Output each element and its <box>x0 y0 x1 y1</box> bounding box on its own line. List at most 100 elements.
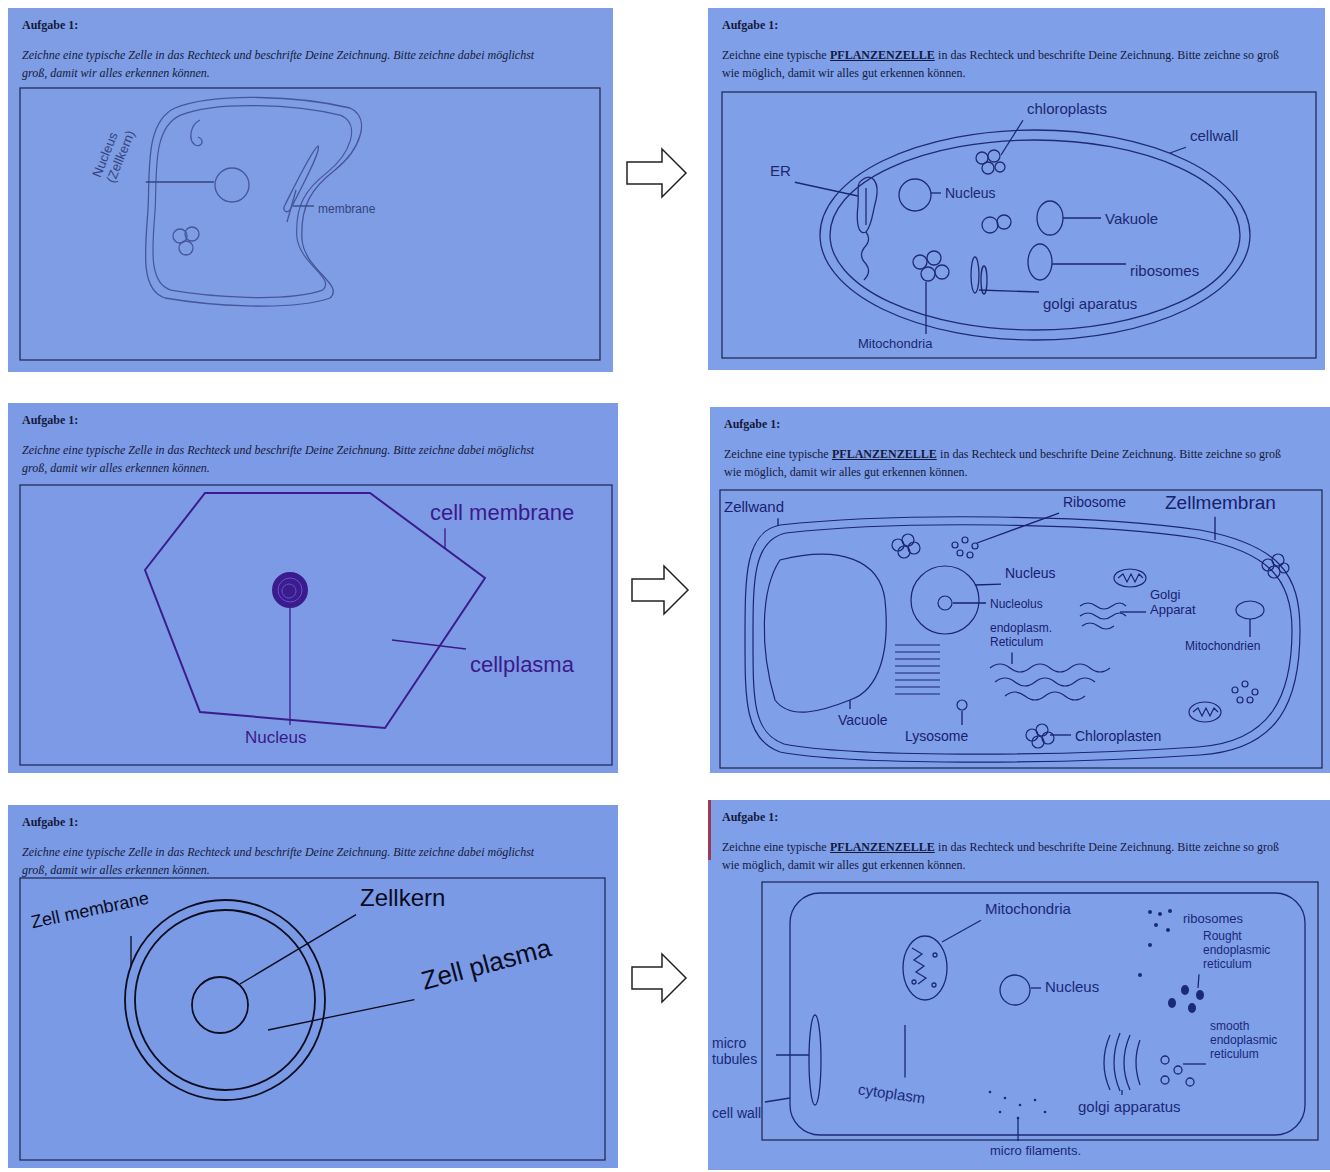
detailed-plant-cell-drawing-part <box>1189 702 1221 722</box>
leader-line <box>1249 619 1250 637</box>
detailed-plant-cell-drawing-part <box>1032 736 1044 748</box>
detailed-plant-cell-drawing-part <box>1193 708 1218 716</box>
felt-pen-cell-drawing-part <box>278 578 302 602</box>
part-label: endoplasm. Reticulum <box>990 622 1065 650</box>
detailed-plant-cell-drawing-part <box>957 700 967 710</box>
detailed-plant-cell-drawing-part <box>1082 623 1114 629</box>
leader-line <box>1121 1090 1122 1095</box>
leader-line <box>268 1000 414 1030</box>
part-label: Vakuole <box>1105 210 1158 227</box>
organelle-cell-drawing-part-part <box>999 1111 1002 1114</box>
instruction-part: Zeichne eine typische Zelle in das Recht… <box>22 48 534 80</box>
felt-pen-cell-drawing-part <box>145 493 485 728</box>
emphasized-word: PFLANZENZELLE <box>830 48 935 62</box>
instruction-part: Zeichne eine typische Zelle in das Recht… <box>22 845 534 877</box>
part-label: cell membrane <box>430 500 574 525</box>
organelle-cell-drawing-part <box>809 1015 821 1105</box>
leader-line <box>392 640 466 649</box>
worksheet-panel: Aufgabe 1:Zeichne eine typischePFLANZENZ… <box>710 407 1330 773</box>
part-label: micro filaments. <box>990 1144 1081 1159</box>
task-heading: Aufgabe 1: <box>22 413 604 428</box>
organelle-cell-drawing-part-part <box>1168 998 1176 1008</box>
plant-cell-drawing-part <box>830 140 1240 330</box>
detailed-plant-cell-drawing-part <box>1036 724 1048 736</box>
organelle-cell-drawing-part <box>933 953 937 957</box>
leader-line <box>1183 1063 1206 1064</box>
instruction-text: Zeichne eine typischePFLANZENZELLEin das… <box>722 838 1297 874</box>
plant-cell-drawing-part <box>857 177 877 232</box>
leader-line <box>849 700 850 709</box>
leader-line <box>953 602 986 603</box>
part-label: Nucleus <box>245 728 306 748</box>
organelle-cell-drawing-part <box>903 936 947 1000</box>
part-label: ribosomes <box>1183 912 1243 927</box>
leader-line <box>146 181 214 182</box>
part-label: golgi aparatus <box>1043 295 1137 312</box>
part-label: Nucleolus <box>990 598 1043 612</box>
plant-cell-drawing-part <box>995 162 1005 172</box>
leader-line <box>904 1025 905 1077</box>
leader-line <box>979 290 1039 292</box>
organelle-cell-drawing-part <box>1186 1078 1194 1086</box>
part-label: cellwall <box>1190 127 1238 144</box>
leader-line <box>1198 974 1199 988</box>
leader-line <box>240 915 356 984</box>
leader-line <box>975 583 1001 585</box>
leader-line <box>130 936 131 966</box>
task-heading: Aufgabe 1: <box>22 815 604 830</box>
part-label: chloroplasts <box>1027 100 1107 117</box>
part-label: Nucleus <box>1005 565 1056 581</box>
organelle-cell-drawing-part-part <box>1138 973 1142 977</box>
part-label: ribosomes <box>1130 262 1199 279</box>
organelle-cell-drawing-part <box>989 909 1204 1119</box>
leader-line <box>795 182 858 196</box>
detailed-plant-cell-drawing-part <box>1236 601 1264 619</box>
part-label: membrane <box>318 203 375 217</box>
photo-background-part <box>8 403 618 773</box>
organelle-cell-drawing-part-part <box>1158 912 1162 916</box>
plant-cell-drawing-part <box>971 257 979 293</box>
part-label: micro tubules <box>712 1035 772 1067</box>
worksheet-panel: Aufgabe 1: Zeichne eine typischePFLANZENZ… <box>708 800 1330 1170</box>
leader-line <box>289 608 290 725</box>
part-label: cellplasma <box>470 652 574 677</box>
leader-line <box>765 1098 790 1102</box>
part-label: ER <box>770 162 791 179</box>
detailed-plant-cell-drawing-part <box>995 678 1095 686</box>
detailed-plant-cell-drawing-part <box>972 543 978 549</box>
plant-cell-drawing-part <box>861 232 868 280</box>
pencil-cell-drawing-part <box>215 168 249 202</box>
part-label: cell wall <box>712 1105 761 1121</box>
worksheet-panel: Aufgabe 1:Zeichne eine typischePFLANZENZ… <box>708 8 1325 370</box>
plant-cell-drawing-part <box>988 150 1000 162</box>
part-label: Chloroplasten <box>1075 728 1161 744</box>
worksheet-panel: Aufgabe 1: Zeichne eine typische Zelle in… <box>8 805 618 1168</box>
part-label: Mitochondrien <box>1185 640 1260 654</box>
drawing-frame-part <box>20 878 605 1160</box>
instruction-text: Zeichne eine typische Zelle in das Recht… <box>22 843 552 879</box>
detailed-plant-cell-drawing-part <box>1080 603 1126 609</box>
detailed-plant-cell-drawing <box>745 517 1300 762</box>
part-label: Zellkern <box>360 884 445 912</box>
organelle-cell-drawing-part-part <box>1004 1097 1007 1100</box>
organelle-cell-drawing-part-part <box>1044 1111 1047 1114</box>
drawing-frame-part <box>720 490 1322 768</box>
detailed-plant-cell-drawing-part <box>1005 692 1085 700</box>
round-cell-drawing-part <box>125 900 325 1100</box>
part-label: Rought endoplasmic reticulum <box>1203 930 1295 971</box>
felt-pen-cell-drawing-part <box>273 573 307 607</box>
plant-cell-drawing-part <box>820 130 1250 340</box>
organelle-cell-drawing-part <box>1104 1033 1140 1091</box>
organelle-cell-drawing-part-part <box>1168 909 1172 913</box>
part-label: golgi apparatus <box>1078 1098 1181 1115</box>
organelle-cell-drawing-part-part <box>1034 1099 1037 1102</box>
task-heading: Aufgabe 1: <box>722 810 1316 825</box>
organelle-cell-drawing-part-part <box>1188 1003 1196 1013</box>
part-label: Golgi Apparat <box>1150 588 1210 618</box>
emphasized-word: PFLANZENZELLE <box>832 447 937 461</box>
leader-line <box>1170 147 1186 153</box>
organelle-cell-drawing-part-part <box>1148 910 1152 914</box>
task-heading: Aufgabe 1: <box>722 18 1311 33</box>
